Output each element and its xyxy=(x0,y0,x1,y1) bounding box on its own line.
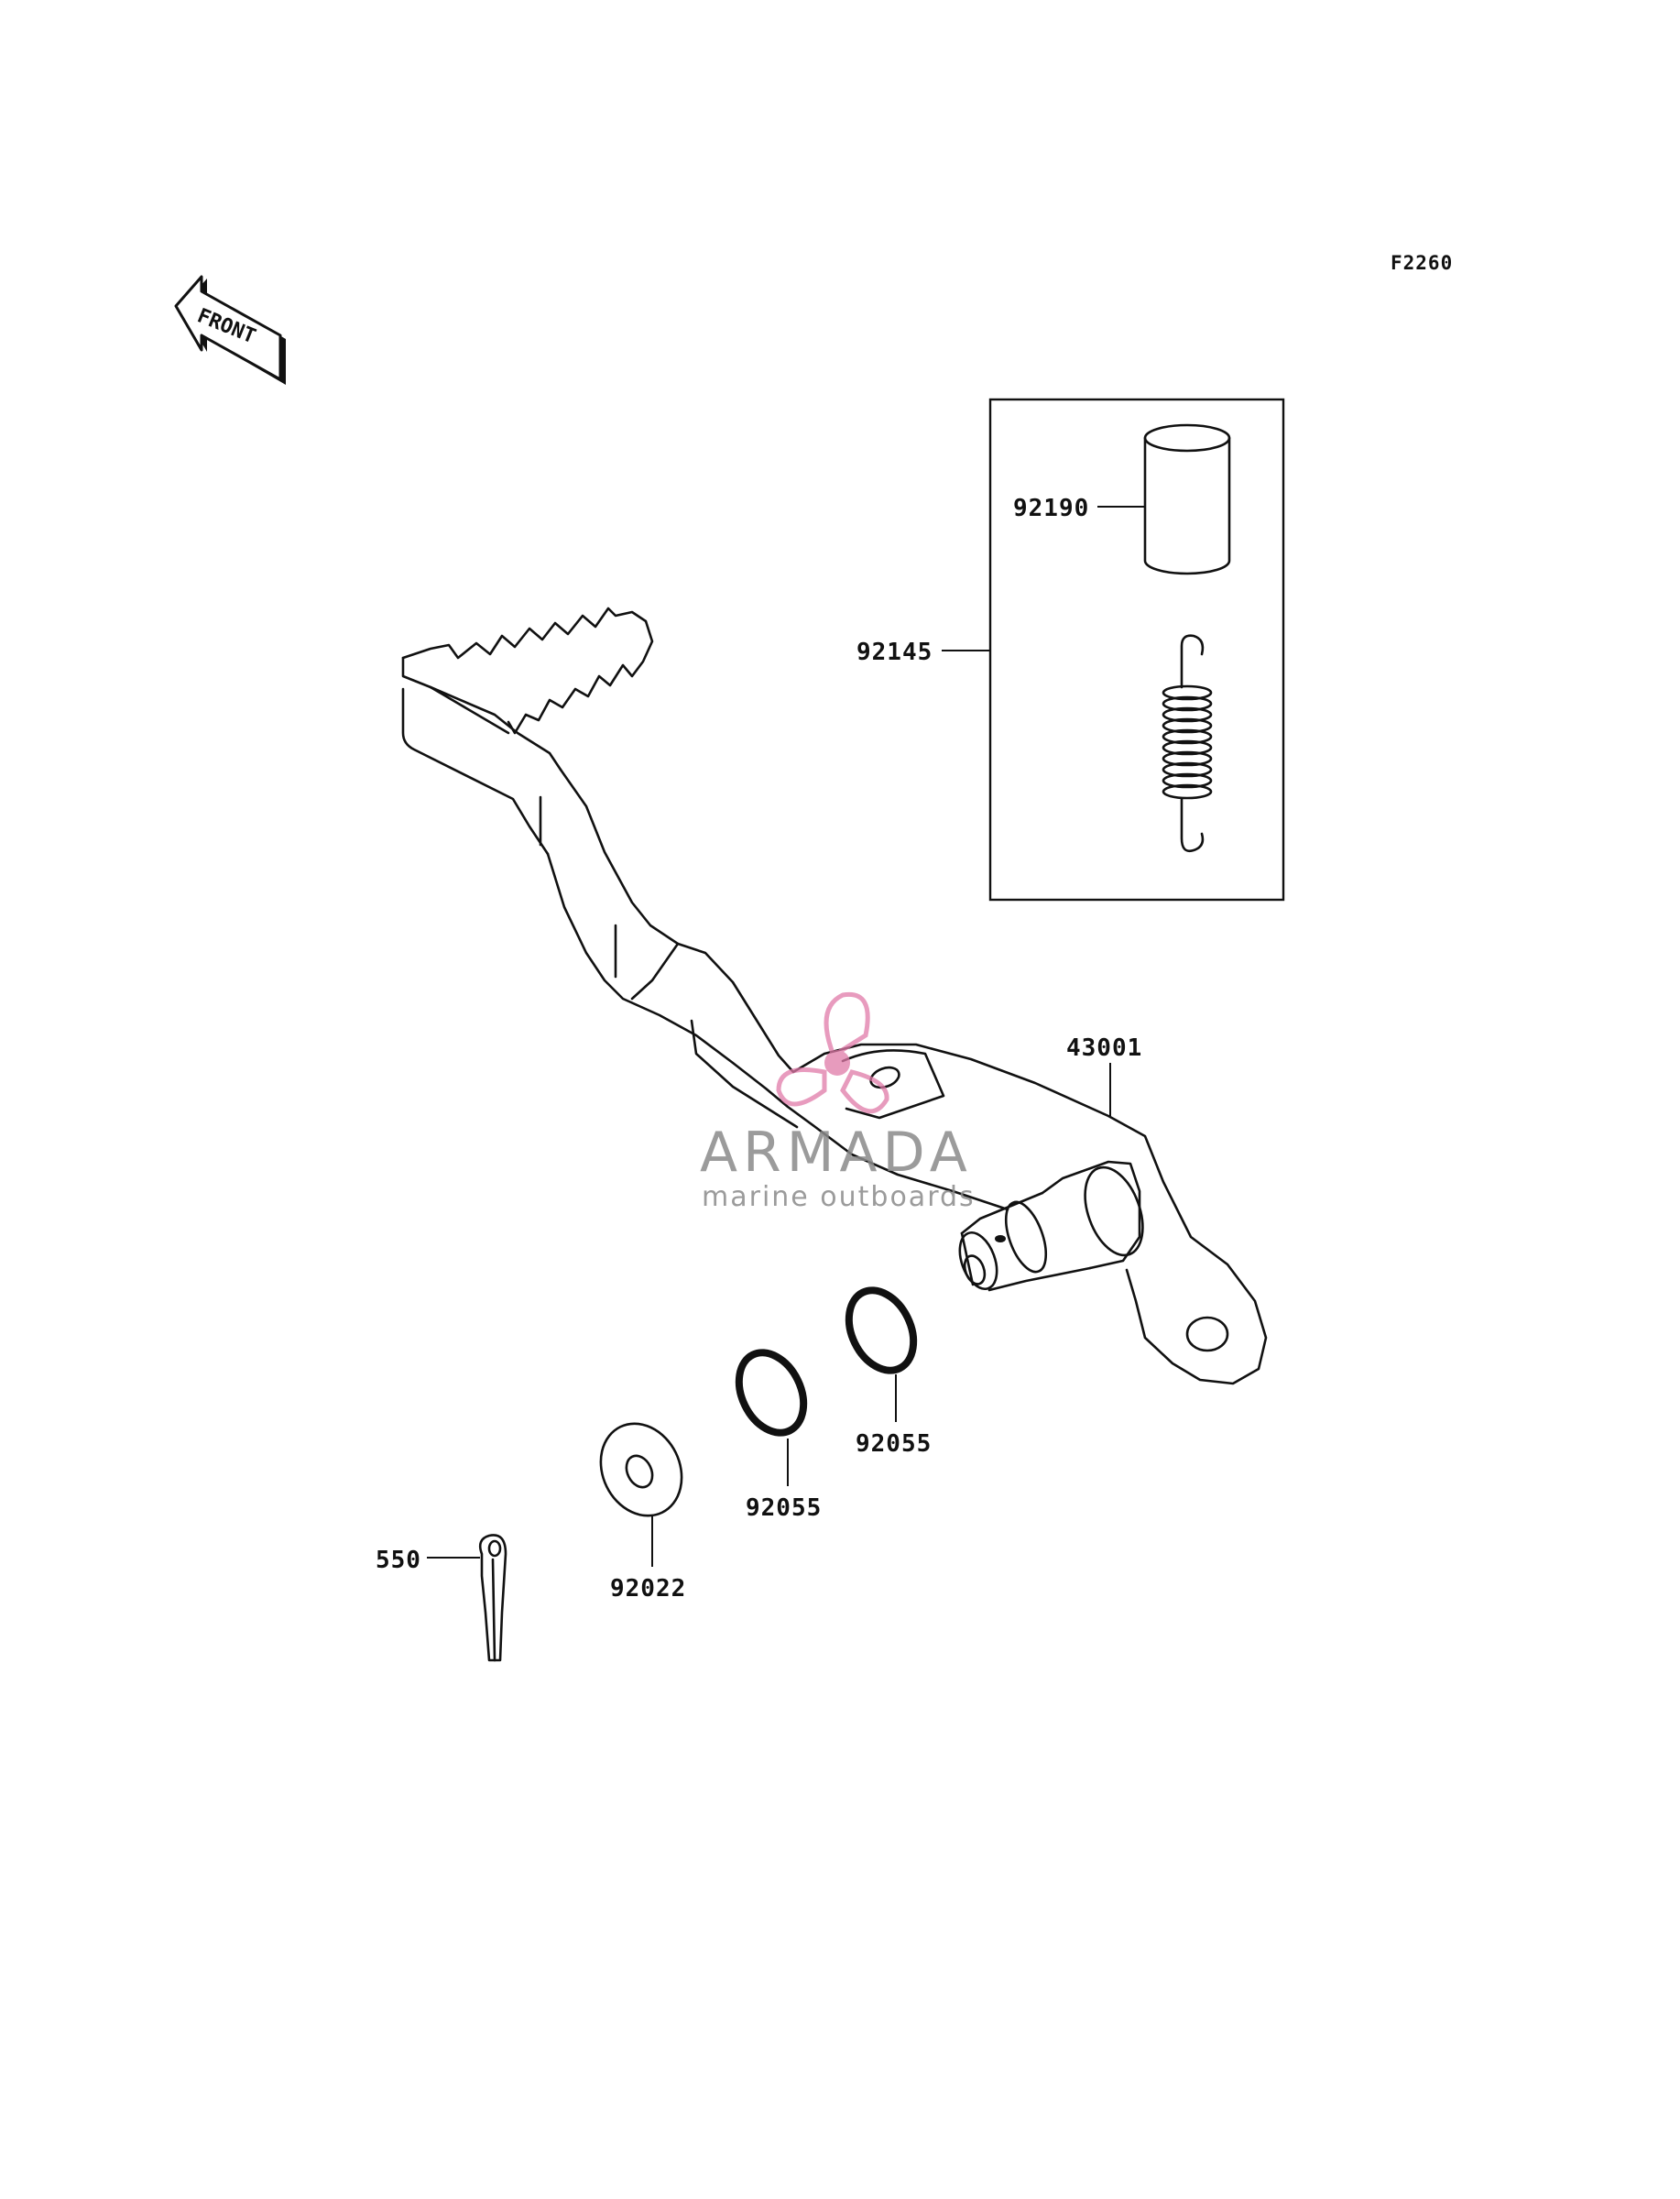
part-label-43001: 43001 xyxy=(1066,1034,1142,1062)
part-label-92055-b: 92055 xyxy=(746,1494,822,1522)
part-label-92055-a: 92055 xyxy=(856,1430,932,1458)
kit-box-92145: 92145 92190 xyxy=(856,398,1285,902)
cotter-pin-550 xyxy=(478,1534,507,1662)
part-label-92022: 92022 xyxy=(610,1575,686,1603)
figure-code: F2260 xyxy=(1391,252,1453,274)
brake-pedal-43001: 43001 xyxy=(401,607,1268,1385)
washer-92055-a xyxy=(845,1286,918,1374)
pivot-shaft xyxy=(958,1160,1144,1292)
armada-watermark: ARMADA marine outboards xyxy=(700,991,976,1213)
front-direction-arrow-icon xyxy=(174,275,286,385)
front-direction-marker: FRONT xyxy=(174,275,286,385)
watermark-name: ARMADA xyxy=(700,1121,973,1185)
watermark-tagline: marine outboards xyxy=(702,1181,976,1213)
return-spring xyxy=(1162,634,1213,852)
flat-washer-92022 xyxy=(599,1422,683,1517)
part-label-92190: 92190 xyxy=(1013,495,1089,522)
sleeve-92190 xyxy=(1143,423,1231,575)
part-label-92145: 92145 xyxy=(856,639,933,666)
part-label-550: 550 xyxy=(376,1547,421,1574)
washer-92055-b xyxy=(735,1349,808,1437)
propeller-logo-icon xyxy=(776,991,889,1114)
